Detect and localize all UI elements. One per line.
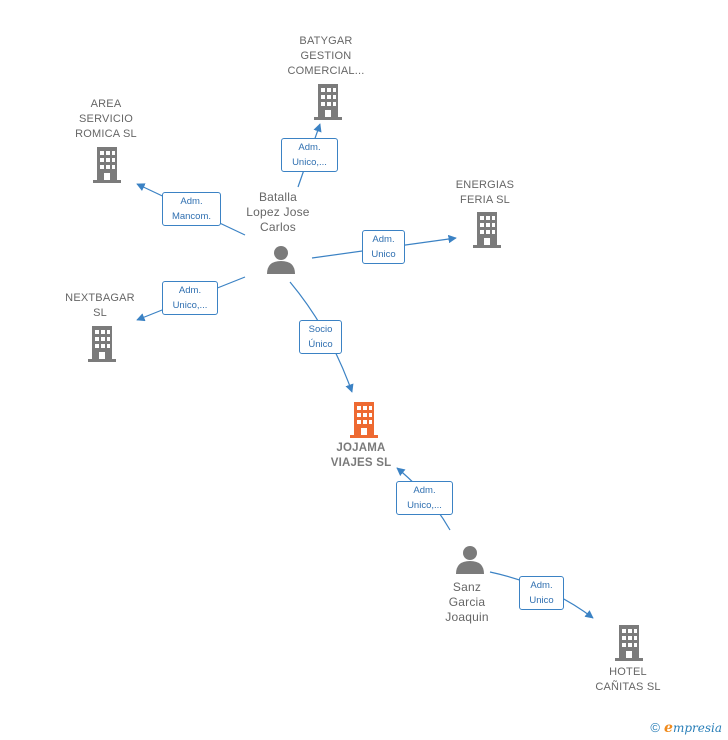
- company-label-energias[interactable]: ENERGIAS FERIA SL: [455, 179, 515, 206]
- person-icon[interactable]: [266, 244, 296, 279]
- building-icon[interactable]: [471, 212, 503, 253]
- footer-brand: ©empresia: [650, 720, 722, 736]
- building-icon[interactable]: [91, 147, 123, 188]
- person-label-batalla[interactable]: Batalla Lopez Jose Carlos: [246, 190, 310, 234]
- company-label-jojama[interactable]: JOJAMA VIAJES SL: [330, 442, 392, 469]
- company-label-hotel[interactable]: HOTEL CAÑITAS SL: [595, 666, 661, 693]
- relation-label: Adm. Mancom.: [162, 192, 221, 226]
- building-icon[interactable]: [86, 326, 118, 367]
- brand-logo[interactable]: empresia: [664, 720, 722, 736]
- building-icon[interactable]: [613, 625, 645, 666]
- person-icon[interactable]: [455, 544, 485, 579]
- copyright-icon: ©: [650, 720, 661, 735]
- relation-label: Adm. Unico,...: [162, 281, 218, 315]
- relation-label: Adm. Unico,...: [396, 481, 453, 515]
- relation-label: Adm. Unico: [362, 230, 405, 264]
- brand-initial: e: [664, 720, 673, 736]
- focus-building-icon[interactable]: [348, 402, 380, 443]
- company-label-nextbagar[interactable]: NEXTBAGAR SL: [65, 292, 135, 319]
- relation-label: Adm. Unico: [519, 576, 564, 610]
- relation-label: Adm. Unico,...: [281, 138, 338, 172]
- company-label-area[interactable]: AREA SERVICIO ROMICA SL: [75, 98, 137, 140]
- person-label-sanz[interactable]: Sanz Garcia Joaquin: [445, 580, 489, 624]
- company-label-batygar[interactable]: BATYGAR GESTION COMERCIAL...: [287, 35, 365, 77]
- brand-name: mpresia: [672, 721, 722, 735]
- relation-label: Socio Único: [299, 320, 342, 354]
- building-icon[interactable]: [312, 84, 344, 125]
